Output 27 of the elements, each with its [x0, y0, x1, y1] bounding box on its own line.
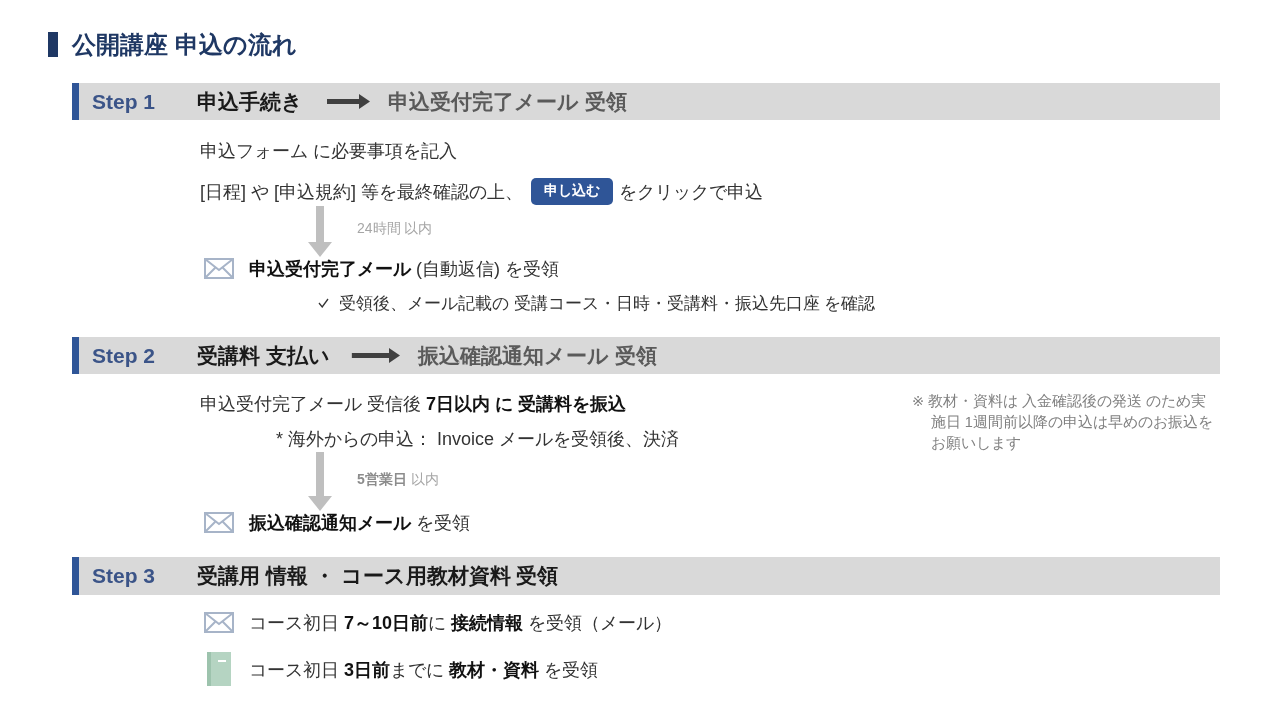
- step-number: Step 3: [92, 563, 156, 589]
- step-band: [72, 557, 1220, 595]
- step-band: [72, 337, 1220, 374]
- step-title: 受講用 情報 ・ コース用教材資料 受領: [197, 563, 559, 589]
- apply-button: 申し込む: [531, 178, 613, 205]
- arrow: [327, 94, 370, 109]
- step-number: Step 1: [92, 89, 156, 115]
- check-note: 受領後、メール記載の 受講コース・日時・受講料・振込先口座 を確認: [339, 293, 876, 315]
- note-text: * 海外からの申込： Invoice メールを受領後、決済: [276, 428, 680, 451]
- mail-step-text: 申込受付完了メール (自動返信) を受領: [249, 257, 559, 281]
- edge-label: 5営業日 以内: [355, 470, 441, 488]
- step-title: 受講料 支払い: [197, 337, 352, 374]
- side-note: ※ 教材・資料は 入金確認後の発送 のため実施日 1週間前以降の申込は早めのお振込をお願いします: [912, 392, 1214, 453]
- arrow: [351, 348, 400, 363]
- mail-step-text: 振込確認通知メール を受領: [249, 511, 470, 535]
- step-result: 振込確認通知メール 受領: [400, 337, 657, 374]
- step-detail-text: コース初日 7～10日前に 接続情報 を受領（メール）: [249, 612, 673, 635]
- step-band: [72, 83, 1220, 120]
- instruction-text: [日程] や [申込規約] 等を最終確認の上、: [200, 180, 523, 204]
- instruction-text: をクリックで申込: [619, 180, 763, 204]
- step-number: Step 2: [92, 343, 156, 369]
- step-title: 申込手続き: [197, 83, 327, 120]
- step-detail-text: コース初日 3日前までに 教材・資料 を受領: [249, 659, 599, 682]
- step-result: 申込受付完了メール 受領: [370, 83, 627, 120]
- instruction-text: 申込受付完了メール 受信後 7日以内 に 受講料を振込: [200, 393, 627, 416]
- page-title: 公開講座 申込の流れ: [48, 32, 297, 57]
- instruction-text: 申込フォーム に必要事項を記入: [200, 140, 457, 163]
